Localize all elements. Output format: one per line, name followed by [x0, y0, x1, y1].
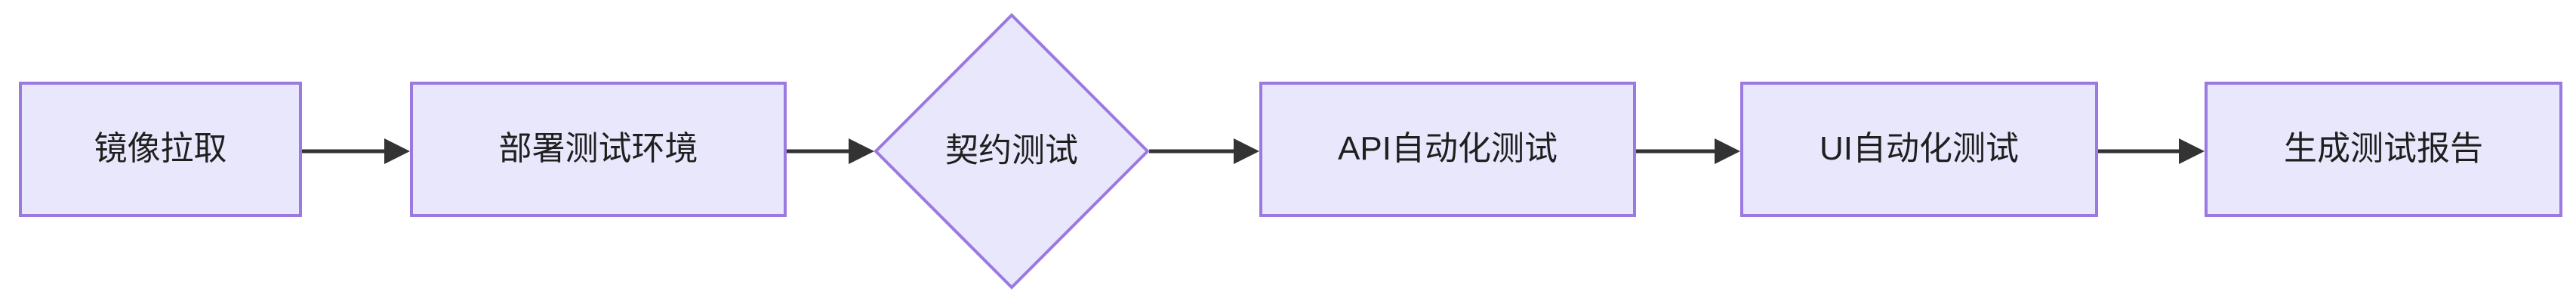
node-label: 镜像拉取	[94, 130, 227, 167]
node-label: UI自动化测试	[1820, 130, 2019, 167]
flow-node-n2[interactable]: 部署测试环境	[410, 82, 787, 217]
node-label: 部署测试环境	[499, 130, 698, 167]
edge-arrowhead-icon	[2179, 138, 2205, 164]
flow-edge	[1149, 138, 1259, 164]
decision-diamond-shape[interactable]	[874, 13, 1150, 290]
edge-arrowhead-icon	[849, 138, 874, 164]
flow-edge	[787, 138, 874, 164]
process-box-shape[interactable]	[19, 82, 302, 217]
edge-arrowhead-icon	[1234, 138, 1259, 164]
edges-layer	[302, 138, 2205, 164]
flow-edge	[302, 138, 410, 164]
node-label: API自动化测试	[1338, 130, 1558, 167]
process-box-shape[interactable]	[1259, 82, 1636, 217]
edge-arrowhead-icon	[384, 138, 410, 164]
flow-node-n4[interactable]: API自动化测试	[1259, 82, 1636, 217]
flow-edge	[2098, 138, 2205, 164]
node-label: 生成测试报告	[2284, 130, 2483, 167]
node-label: 契约测试	[945, 132, 1078, 169]
flow-edge	[1636, 138, 1740, 164]
edge-arrowhead-icon	[1715, 138, 1740, 164]
process-box-shape[interactable]	[1740, 82, 2098, 217]
process-box-shape[interactable]	[2205, 82, 2562, 217]
flow-node-n5[interactable]: UI自动化测试	[1740, 82, 2098, 217]
flow-node-n1[interactable]: 镜像拉取	[19, 82, 302, 217]
process-box-shape[interactable]	[410, 82, 787, 217]
flow-node-n3[interactable]: 契约测试	[874, 13, 1150, 290]
flow-node-n6[interactable]: 生成测试报告	[2205, 82, 2562, 217]
nodes-layer: 镜像拉取 部署测试环境 契约测试 API自动化测试 UI自动化测试 生成测试报告	[19, 13, 2562, 290]
